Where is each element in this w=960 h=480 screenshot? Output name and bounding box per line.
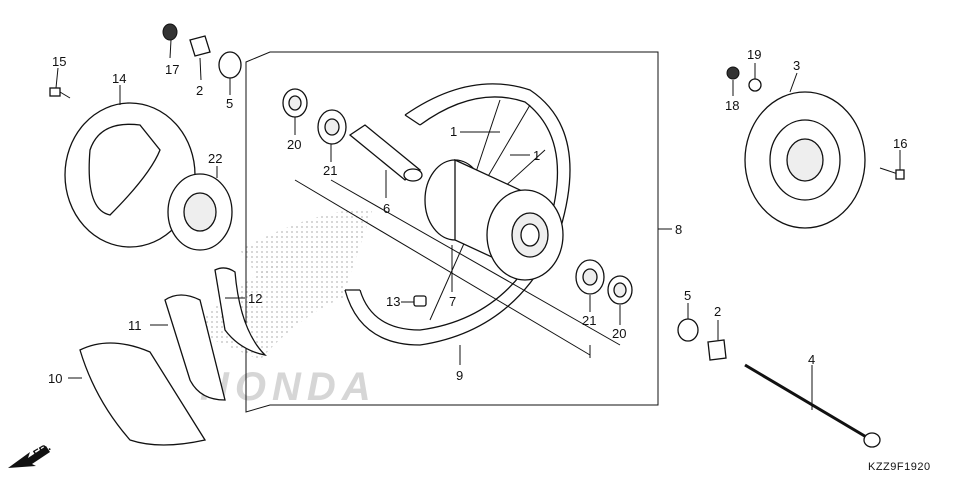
- bearings-right: [575, 259, 633, 305]
- callout-13: 13: [386, 294, 400, 309]
- watermark-text: HONDA: [200, 365, 377, 409]
- assembly-box: [245, 51, 659, 413]
- front-direction-label: FR.: [32, 441, 53, 460]
- callout-4: 4: [808, 352, 815, 367]
- tire-tube-band: [79, 267, 267, 446]
- callout-5-top: 5: [226, 96, 233, 111]
- callout-5-right: 5: [684, 288, 691, 303]
- leader-lines: [55, 39, 901, 410]
- callout-18: 18: [725, 98, 739, 113]
- callout-21-left: 21: [323, 163, 337, 178]
- top-hardware: [162, 23, 242, 79]
- sprocket-hardware: [726, 66, 905, 180]
- callout-20-left: 20: [287, 137, 301, 152]
- callout-21-right: 21: [582, 313, 596, 328]
- callout-17: 17: [165, 62, 179, 77]
- callout-15: 15: [52, 54, 66, 69]
- callouts: 17 2 5 15 14 22 20 21 6 7 1 1 8 9 13 21 …: [48, 47, 907, 386]
- front-direction-arrow: FR.: [8, 441, 53, 468]
- hub: [424, 158, 564, 281]
- axle-hardware: [677, 318, 881, 448]
- bearings-left: [282, 88, 347, 145]
- diagram-code: KZZ9F1920: [868, 461, 931, 473]
- collar: [348, 124, 423, 182]
- brake-disc: [64, 102, 196, 248]
- callout-7: 7: [449, 294, 456, 309]
- disc-bolt: [49, 87, 71, 99]
- valve-nut: [413, 295, 427, 307]
- callout-14: 14: [112, 71, 126, 86]
- callout-10: 10: [48, 371, 62, 386]
- brake-cover: [167, 173, 233, 251]
- callout-2-top: 2: [196, 83, 203, 98]
- sprocket: [744, 91, 866, 229]
- callout-1-right: 1: [533, 148, 540, 163]
- callout-11: 11: [128, 318, 142, 333]
- callout-1-top: 1: [450, 124, 457, 139]
- callout-3: 3: [793, 58, 800, 73]
- callout-20-right: 20: [612, 326, 626, 341]
- callout-6: 6: [383, 201, 390, 216]
- callout-22: 22: [208, 151, 222, 166]
- callout-12: 12: [248, 291, 262, 306]
- callout-19: 19: [747, 47, 761, 62]
- callout-2-right: 2: [714, 304, 721, 319]
- callout-9: 9: [456, 368, 463, 383]
- callout-16: 16: [893, 136, 907, 151]
- callout-8: 8: [675, 222, 682, 237]
